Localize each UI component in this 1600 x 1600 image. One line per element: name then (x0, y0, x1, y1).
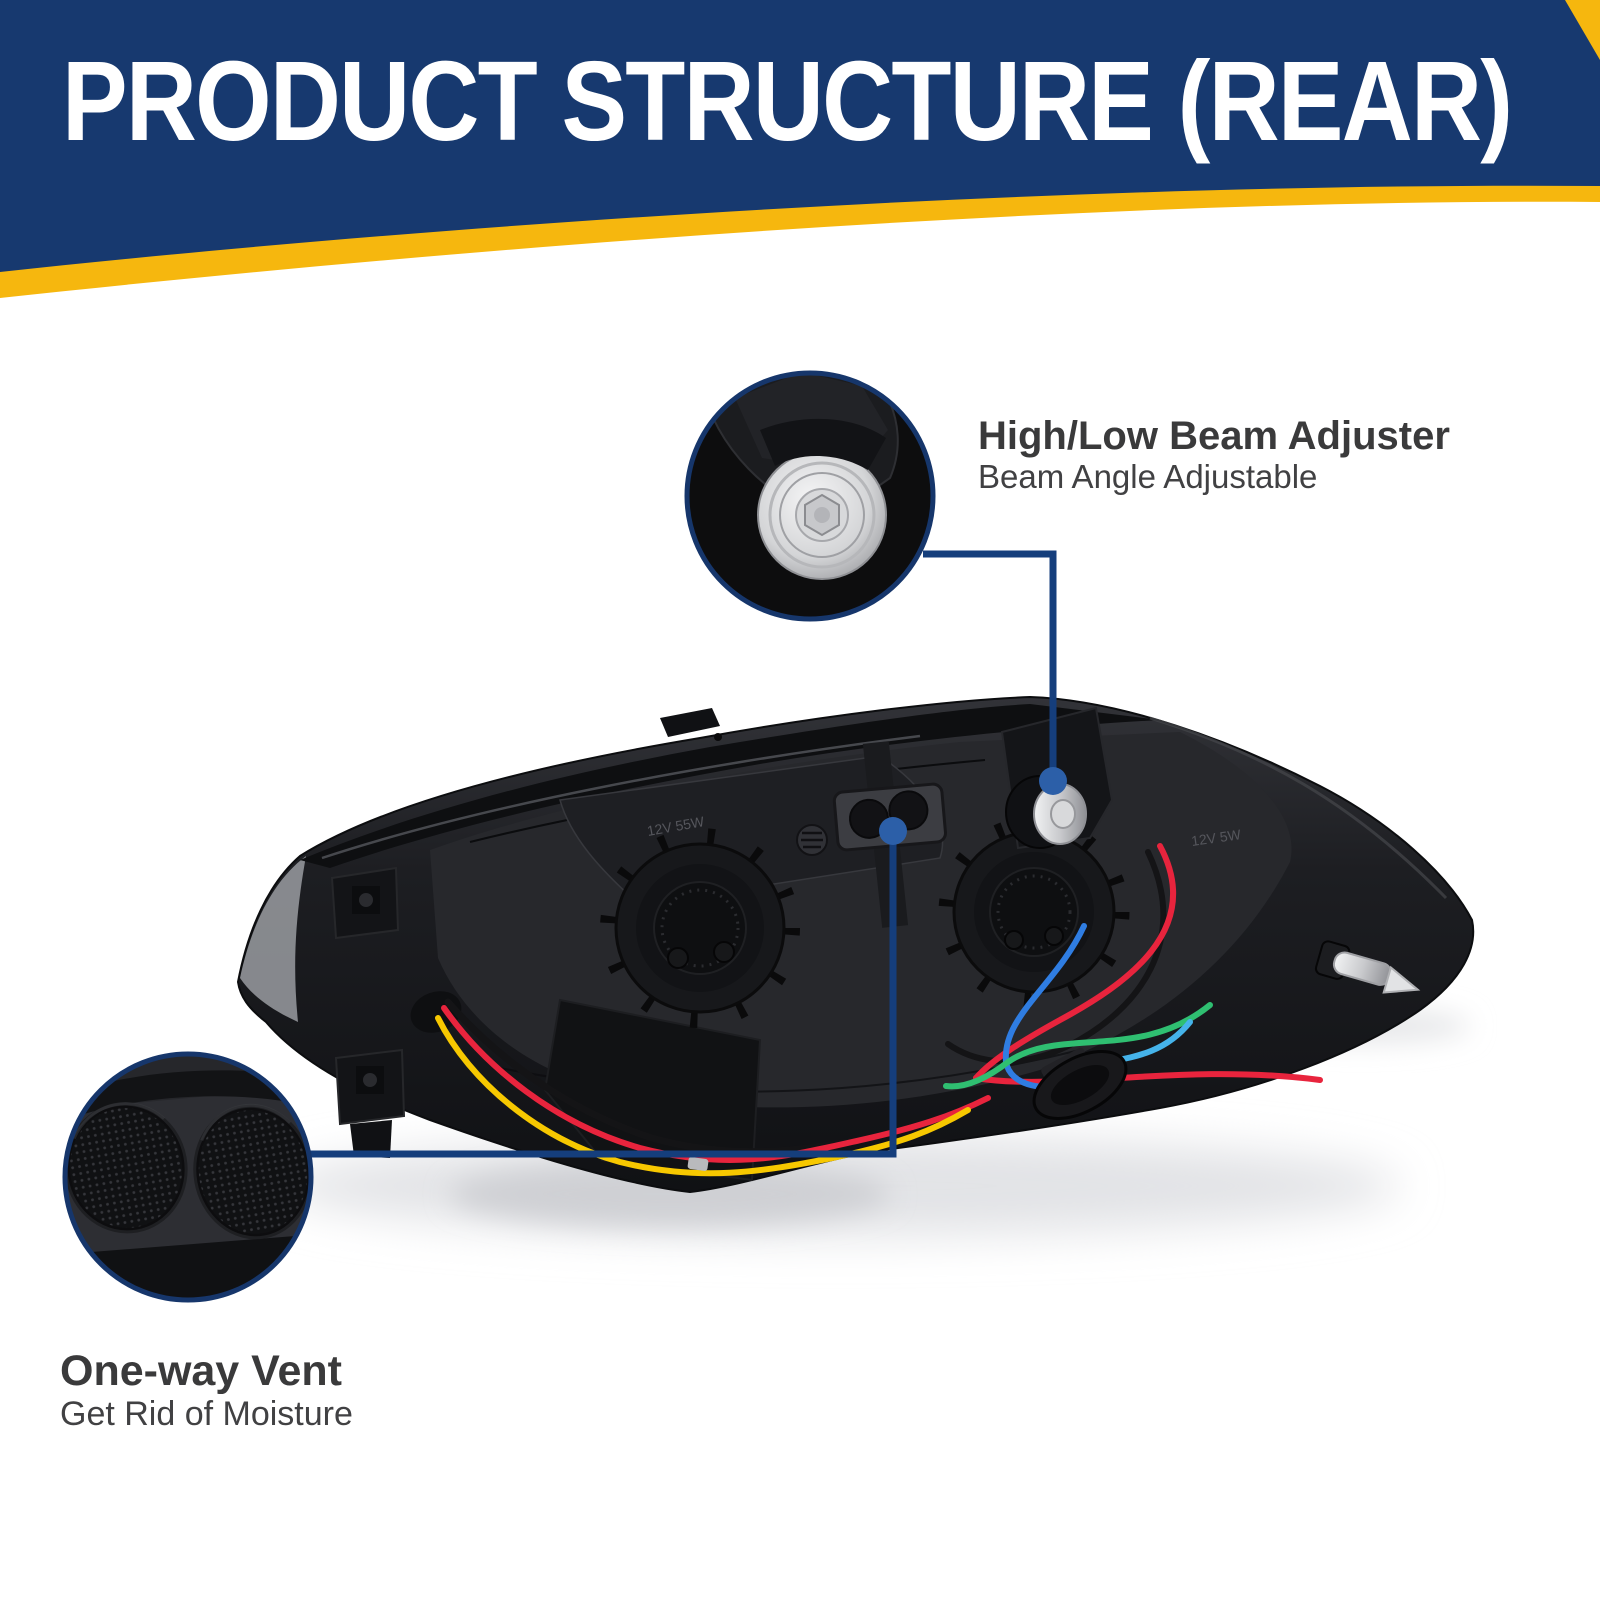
wire-red-lower (973, 1071, 1323, 1085)
callout-beam-adjuster: High/Low Beam Adjuster Beam Angle Adjust… (978, 414, 1450, 496)
wire-green (943, 1002, 1213, 1090)
wire-red (441, 1005, 991, 1163)
bulb-cap-right (938, 816, 1130, 1008)
inset-circle-border-bottom (62, 1051, 314, 1303)
inset-beam-adjuster (684, 370, 936, 622)
mounting-bracket-upper (330, 866, 400, 940)
wire-red (973, 843, 1176, 1081)
callout-one-way-vent: One-way Vent Get Rid of Moisture (60, 1347, 353, 1434)
callout-dot-beam-adjuster (1039, 767, 1067, 795)
leader-line-vent (310, 834, 897, 1158)
wire-black (945, 849, 1167, 1065)
mesh-vent-right (193, 1103, 311, 1240)
knurled-screw (796, 824, 828, 856)
wiring-connector (1032, 1047, 1128, 1120)
leader-line-beam-adjuster (923, 550, 1057, 776)
wire-black (444, 998, 872, 1156)
callout-one-way-vent-subtitle: Get Rid of Moisture (60, 1395, 353, 1434)
top-rim-highlight (321, 734, 921, 860)
bulb-cap-left (600, 828, 800, 1028)
mesh-vent-left (65, 1102, 188, 1234)
callout-dot-vent (879, 817, 907, 845)
wire-clip (687, 1157, 709, 1171)
header-banner (0, 0, 1600, 298)
lens-corner (240, 856, 306, 1022)
vent-hole-left (848, 798, 889, 839)
outer-rim-highlight (1149, 716, 1448, 900)
leader-lines (310, 550, 1067, 1158)
embossed-label-right-housing: 12V 5W (1190, 826, 1242, 849)
rim-screw-icon (714, 733, 722, 741)
vent-panel-top-edge (65, 1070, 311, 1122)
adjuster-overhang (760, 418, 886, 470)
left-wire-harness (410, 991, 991, 1177)
page-title: PRODUCT STRUCTURE (REAR) (62, 38, 1513, 164)
chrome-valve (1314, 940, 1421, 994)
mounting-bracket-lower (334, 1048, 406, 1158)
callout-beam-adjuster-title: High/Low Beam Adjuster (978, 414, 1450, 458)
callout-beam-adjuster-subtitle: Beam Angle Adjustable (978, 458, 1318, 495)
header-blue-banner (0, 0, 1600, 272)
wire-yellow (435, 1015, 971, 1177)
inset-vent (62, 1051, 314, 1303)
right-wire-harness (943, 843, 1323, 1090)
inset-circle-border-top (684, 370, 936, 622)
headlight-rear-illustration: 12V 55W 12V 5W (236, 695, 1475, 1194)
callout-one-way-vent-title: One-way Vent (60, 1347, 342, 1395)
top-rim-tab (660, 708, 720, 737)
